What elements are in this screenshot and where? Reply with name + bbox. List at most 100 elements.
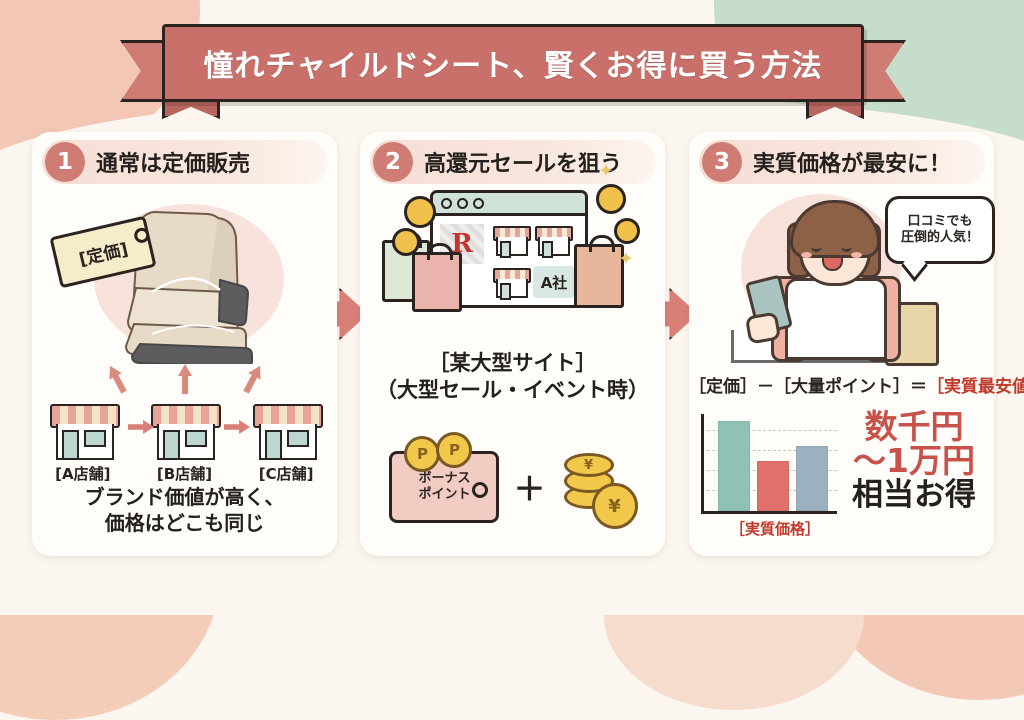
shop-window: [185, 430, 208, 447]
yen-coin-top: ¥: [563, 453, 614, 477]
chart-gridline: [707, 430, 837, 431]
browser-dot-3: [473, 197, 484, 209]
sparkle-icon-2: ✦: [618, 248, 634, 270]
shop-window: [287, 430, 310, 447]
shopping-bag-tan: [574, 235, 624, 308]
panel-1-note-line1: ブランド価値が高く、: [84, 485, 285, 509]
panel-2-note-line1: ［某大型サイト］: [428, 351, 597, 375]
chart-bar: [717, 420, 750, 511]
yen-coin-front: ¥: [591, 483, 638, 529]
chart-bar: [756, 460, 789, 511]
points-plus-cash-row: P P ボーナス ポイント ＋ ¥ ¥: [360, 432, 665, 542]
shopping-bag-pink: [412, 243, 462, 312]
panel-1-header: 1 通常は定価販売: [42, 140, 328, 184]
wallet-label-line1: ボーナス: [418, 471, 471, 487]
price-formula: ［定価］－［大量ポイント］＝［実質最安値］: [689, 372, 1024, 397]
cheek-left: [801, 252, 812, 258]
spread-arrow-left: [104, 362, 130, 395]
shop-b: [B店舗]: [142, 404, 226, 484]
formula-term-list-price: ［定価］: [689, 377, 757, 397]
wallet-label-line2: ポイント: [418, 487, 471, 502]
panel-3-header: 3 実質価格が最安に！: [699, 140, 985, 184]
chart-label: ［実質価格］: [729, 520, 820, 538]
browser-dot-1: [441, 197, 452, 209]
wallet-label: ボーナス ポイント: [418, 471, 470, 502]
review-speech-bubble: 口コミでも 圧倒的人気！: [885, 196, 995, 264]
panel-2-number: 2: [373, 142, 413, 182]
rakuten-r-letter: R: [451, 229, 473, 259]
coin-icon-3: [596, 184, 626, 214]
shopper-torso: [785, 278, 887, 360]
shop-c-label: [C店舗]: [258, 465, 314, 483]
hair-top: [790, 200, 880, 258]
coin-icon-1: [404, 196, 436, 228]
eye-right: [841, 244, 852, 252]
chart-plot-area: [701, 414, 837, 514]
spread-arrows: [32, 364, 337, 398]
mall-shop-icon-2: [535, 226, 573, 258]
eye-left: [811, 244, 822, 252]
bubble-line1: 口コミでも: [907, 213, 973, 229]
spread-arrow-right: [240, 362, 266, 395]
effective-price-chart: ［実質価格］: [701, 414, 849, 546]
shop-window: [83, 430, 106, 447]
bubble-line2: 圧倒的人気！: [900, 230, 979, 245]
savings-line1: 数千円: [864, 407, 964, 446]
browser-dot-2: [457, 197, 468, 209]
car-seat-icon: [124, 210, 253, 364]
coin-icon-4: [614, 218, 640, 244]
mall-shop-icon-1: [493, 226, 531, 258]
bonus-points-wallet: P P ボーナス ポイント: [389, 432, 500, 523]
panel-3-number: 3: [702, 142, 742, 182]
page-title: 憧れチャイルドシート、賢くお得に買う方法: [203, 49, 823, 84]
shop-c: [C店舗]: [244, 404, 328, 484]
panel-step-2: 2 高還元セールを狙う R: [360, 132, 665, 556]
panel-2-title: 高還元セールを狙う: [424, 152, 623, 177]
panel-2-note: ［某大型サイト］ （大型セール・イベント時）: [360, 350, 665, 405]
panel-1-title: 通常は定価販売: [96, 152, 251, 177]
company-a-badge: A社: [533, 266, 575, 298]
savings-callout: 数千円 〜1万円 相当お得: [839, 407, 989, 513]
yen-coin-stack: ¥ ¥: [560, 449, 638, 529]
chart-bar: [795, 445, 828, 511]
shop-door: [500, 241, 511, 258]
formula-minus: －: [757, 377, 774, 397]
formula-term-effective-price: ［実質最安値］: [927, 377, 1024, 397]
shop-door: [542, 241, 553, 258]
shopper-illustration: 口コミでも 圧倒的人気！: [689, 182, 995, 366]
chart-bars: [714, 414, 831, 511]
chart-gridline: [707, 450, 837, 451]
spread-arrow-center: [178, 364, 192, 394]
shop-a: [A店舗]: [41, 404, 125, 484]
rakuten-r-logo: R: [440, 224, 484, 264]
cheek-right: [851, 252, 862, 258]
mouth: [822, 256, 843, 271]
formula-term-points: ［大量ポイント］: [774, 377, 910, 397]
panel-step-3: 3 実質価格が最安に！ 口コミでも 圧倒: [689, 132, 1024, 556]
coin-icon-2: [392, 228, 420, 256]
shop-door: [500, 283, 511, 300]
storefront-icon: [49, 404, 120, 460]
point-coin-1: P: [404, 436, 441, 472]
panel-step-1: 1 通常は定価販売 [定価]: [32, 132, 337, 556]
price-tag-label: [定価]: [77, 239, 130, 270]
shop-b-label: [B店舗]: [156, 465, 213, 483]
bubble-text: 口コミでも 圧倒的人気！: [901, 214, 979, 247]
panel-2-note-line2: （大型セール・イベント時）: [376, 378, 649, 403]
panel-3-title: 実質価格が最安に！: [753, 152, 952, 177]
shop-row: [A店舗] [B店舗] [C店舗]: [32, 394, 337, 484]
shop-door: [265, 430, 283, 460]
savings-line3: 相当お得: [852, 476, 976, 513]
infographic-root: 憧れチャイルドシート、賢くお得に買う方法 1 通常は定価販売: [0, 0, 1024, 572]
panel-1-number: 1: [45, 142, 85, 182]
shop-door: [163, 430, 181, 460]
panel-1-note: ブランド価値が高く、 価格はどこも同じ: [32, 484, 337, 537]
ribbon-banner: 憧れチャイルドシート、賢くお得に買う方法: [162, 24, 864, 102]
savings-line2: 〜1万円: [853, 441, 975, 481]
shopping-site-window[interactable]: R A社: [430, 190, 588, 308]
car-seat-illustration: [定価]: [32, 184, 337, 364]
panel-1-note-line2: 価格はどこも同じ: [104, 511, 265, 536]
shop-door: [61, 430, 79, 460]
title-ribbon: 憧れチャイルドシート、賢くお得に買う方法: [120, 24, 906, 119]
shop-a-label: [A店舗]: [55, 465, 111, 483]
